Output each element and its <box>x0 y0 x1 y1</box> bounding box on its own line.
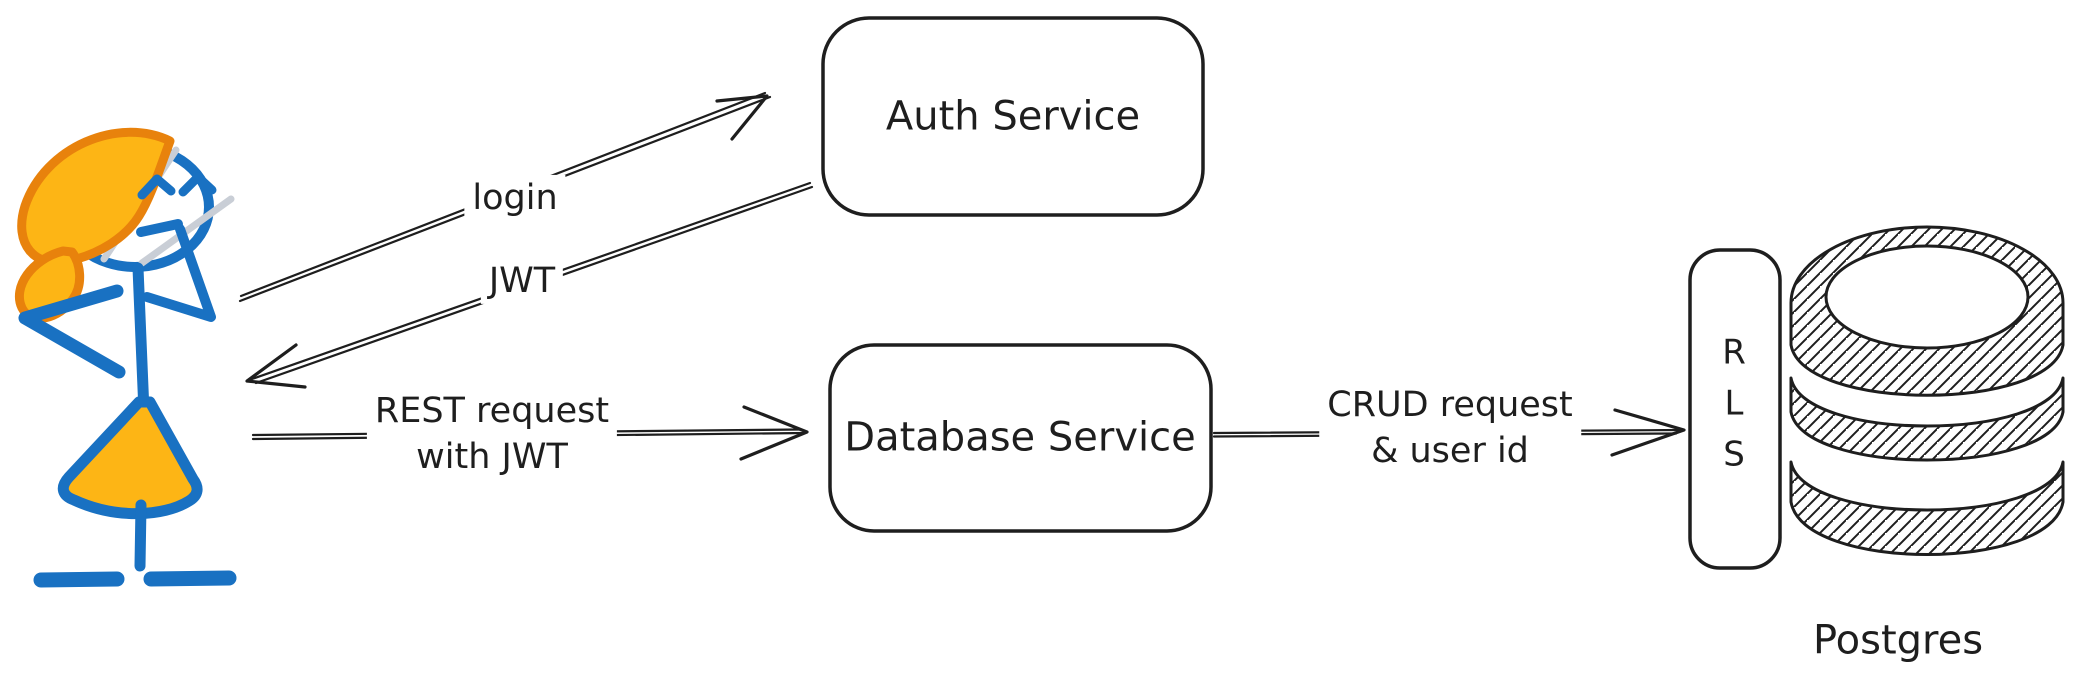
figure-dress <box>57 396 203 520</box>
cylinder-middle-band <box>1789 376 2065 462</box>
rls-letter-r: R <box>1722 332 1746 373</box>
database-service-box <box>828 343 1213 533</box>
rest-request-arrow-label: REST request with JWT <box>366 387 618 481</box>
crud-request-label-line1: CRUD request <box>1327 384 1573 425</box>
figure-body <box>132 262 150 418</box>
postgres-cylinder-icon <box>1789 225 2065 556</box>
figure-left-arm <box>18 284 126 379</box>
jwt-arrow-label: JWT <box>480 257 564 305</box>
figure-eyebrow <box>137 174 176 200</box>
rls-letter-s: S <box>1723 434 1745 475</box>
user-stick-figure-icon <box>14 127 237 588</box>
rest-request-label-line1: REST request <box>374 390 610 431</box>
figure-mouth <box>136 219 183 237</box>
figure-leg <box>134 499 147 572</box>
database-service-title: Database Service <box>844 414 1196 461</box>
rest-request-label-line2: with JWT <box>416 437 568 477</box>
postgres-title: Postgres <box>1812 617 1984 664</box>
figure-hair-accent-line <box>138 195 235 267</box>
rls-letter-l: L <box>1724 383 1744 424</box>
cylinder-top-opening <box>1824 244 2030 350</box>
figure-foot <box>143 570 237 587</box>
service-boxes <box>821 16 1782 570</box>
cylinder-bottom-band <box>1789 460 2065 556</box>
figure-foot <box>33 571 125 588</box>
figure-eyebrow <box>178 172 217 197</box>
figure-right-arm <box>142 224 216 322</box>
crud-request-arrow-label: CRUD request & user id <box>1319 381 1581 475</box>
auth-service-box <box>821 16 1205 217</box>
figure-hair <box>17 127 175 267</box>
rls-box-label: R L S <box>1722 328 1746 481</box>
login-arrow-label: login <box>464 174 566 222</box>
rls-box <box>1688 248 1782 570</box>
auth-service-title: Auth Service <box>885 93 1141 140</box>
crud-request-label-line2: & user id <box>1371 431 1529 471</box>
